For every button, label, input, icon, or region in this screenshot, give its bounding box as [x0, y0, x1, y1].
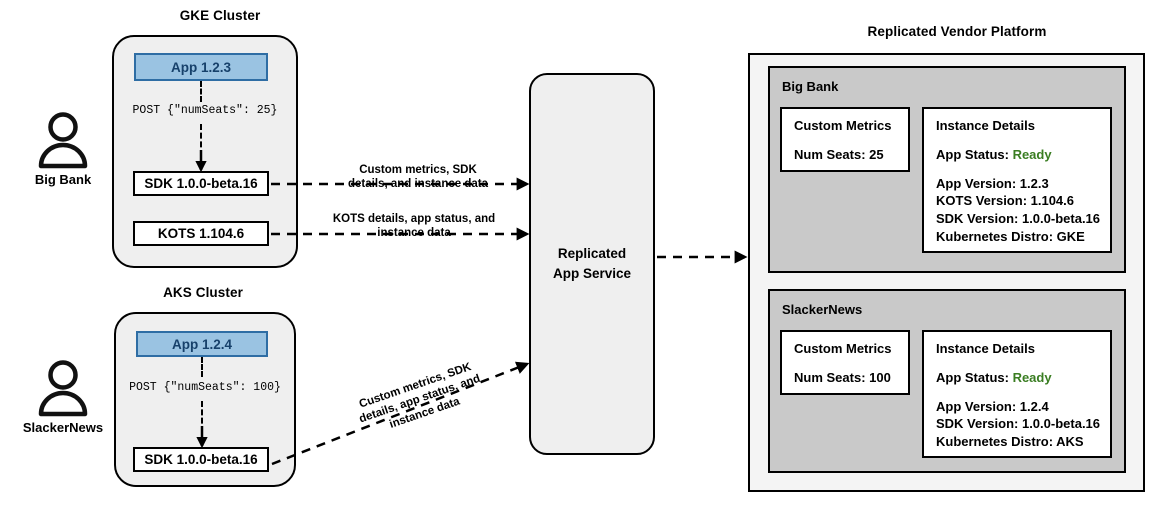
custom-metrics-title: Custom Metrics — [794, 341, 892, 356]
detail-line: App Version: 1.2.4 — [936, 398, 1049, 414]
instance-details-title: Instance Details — [936, 341, 1035, 356]
app-status-row: App Status: Ready — [936, 146, 1098, 164]
platform-title: Replicated Vendor Platform — [867, 24, 1047, 39]
tenant-big-bank-instance-details-card: Instance Details App Status: Ready App V… — [922, 107, 1112, 253]
aks-post-label: POST {"numSeats": 100} — [129, 381, 281, 394]
tenant-name-big-bank: Big Bank — [782, 79, 839, 94]
aks-sdk-box[interactable]: SDK 1.0.0-beta.16 — [133, 447, 269, 472]
actor-big-bank-label: Big Bank — [34, 172, 92, 187]
actor-big-bank — [33, 110, 93, 170]
gke-cluster-title: GKE Cluster — [179, 8, 261, 23]
status-badge: Ready — [1012, 370, 1052, 385]
aks-app-box[interactable]: App 1.2.4 — [136, 331, 268, 357]
status-badge: Ready — [1012, 147, 1052, 162]
detail-line: Kubernetes Distro: GKE — [936, 228, 1085, 244]
gke-sdk-box[interactable]: SDK 1.0.0-beta.16 — [133, 171, 269, 196]
actor-slackernews-label: SlackerNews — [22, 420, 104, 435]
actor-slackernews — [33, 358, 93, 418]
gke-app-to-post-connector — [200, 81, 202, 102]
instance-details-title: Instance Details — [936, 118, 1035, 133]
aks-app-to-post-connector — [201, 357, 203, 377]
tenant-name-slackernews: SlackerNews — [782, 302, 863, 317]
service-line-1: Replicated — [557, 246, 627, 262]
detail-line: Kubernetes Distro: AKS — [936, 434, 1084, 450]
tenant-big-bank-custom-metrics-card: Custom Metrics Num Seats: 25 — [780, 107, 910, 172]
detail-line: SDK Version: 1.0.0-beta.16 — [936, 416, 1101, 432]
gke-post-to-sdk-connector — [200, 124, 202, 156]
tenant-slackernews-instance-details-card: Instance Details App Status: Ready App V… — [922, 330, 1112, 458]
aks-cluster-title: AKS Cluster — [163, 285, 243, 300]
app-status-label: App Status: — [936, 147, 1013, 162]
replicated-app-service-box[interactable]: Replicated App Service — [529, 73, 655, 455]
num-seats-value: Num Seats: 100 — [794, 370, 891, 385]
spacer — [936, 387, 1098, 398]
detail-line: KOTS Version: 1.104.6 — [936, 193, 1075, 209]
tenant-slackernews-custom-metrics-card: Custom Metrics Num Seats: 100 — [780, 330, 910, 395]
spacer — [936, 164, 1098, 175]
gke-post-label: POST {"numSeats": 25} — [132, 104, 278, 117]
detail-line: App Version: 1.2.3 — [936, 175, 1049, 191]
user-icon — [38, 112, 88, 169]
user-icon — [38, 360, 88, 417]
service-line-2: App Service — [552, 266, 632, 281]
detail-line: SDK Version: 1.0.0-beta.16 — [936, 211, 1101, 227]
num-seats-value: Num Seats: 25 — [794, 147, 884, 162]
app-status-row: App Status: Ready — [936, 369, 1098, 387]
aks-post-to-sdk-connector — [201, 401, 203, 432]
custom-metrics-title: Custom Metrics — [794, 118, 892, 133]
gke-app-box[interactable]: App 1.2.3 — [134, 53, 268, 81]
gke-kots-box[interactable]: KOTS 1.104.6 — [133, 221, 269, 246]
app-status-label: App Status: — [936, 370, 1013, 385]
